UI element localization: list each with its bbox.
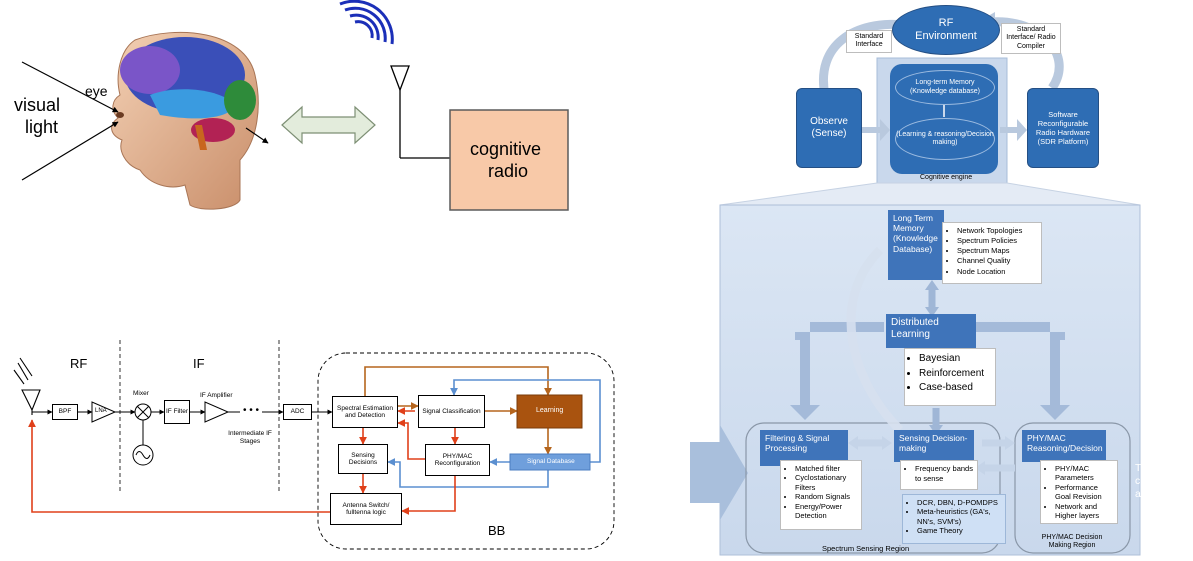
phy-list: PHY/MAC Parameters Performance Goal Revi… <box>1040 460 1118 524</box>
antenna-icon <box>390 65 450 159</box>
phy-region-label: PHY/MAC Decision Making Region <box>1041 534 1103 550</box>
ltm-item: Node Location <box>957 267 1037 277</box>
phy-mac-reconfig-block: PHY/MAC Reconfiguration <box>425 444 490 476</box>
phy-title: PHY/MAC Reasoning/Decision <box>1022 430 1106 462</box>
eye-dot <box>116 112 124 118</box>
rf-label: RF <box>70 356 88 371</box>
spectrum-region <box>745 422 1001 554</box>
if-label: IF <box>193 356 205 371</box>
mixer-label: Mixer <box>133 390 149 397</box>
ltm-item: Network Topologies <box>957 226 1037 236</box>
spectrum-region-label: Spectrum Sensing Region <box>822 544 910 553</box>
algo-item: Meta-heuristics (GA's, NN's, SVM's) <box>917 507 1001 526</box>
filter-item: Cyclostationary Filters <box>795 473 857 492</box>
learning-label: Learning <box>536 407 564 414</box>
cognitive-engine-label: Cognitive engine <box>920 174 973 181</box>
bpf-block: BPF <box>52 404 78 420</box>
algo-item: DCR, DBN, D-POMDPS <box>917 498 1001 507</box>
standard-interface-radio-label: Standard Interface/ Radio Compiler <box>1001 23 1061 55</box>
to-switching-label: To switching circuitry antenna <box>1135 462 1193 501</box>
ellipsis-label: • • • <box>243 405 260 416</box>
signal-database-box <box>509 453 591 471</box>
antenna-switch-block: Antenna Switch/ fulltenna logic <box>330 493 402 525</box>
learning-box <box>516 394 583 429</box>
ltm-item: Spectrum Maps <box>957 246 1037 256</box>
lna-triangle <box>91 401 117 423</box>
standard-interface-label: Standard Interface <box>846 30 892 53</box>
ltm-list: Network Topologies Spectrum Policies Spe… <box>942 222 1042 284</box>
ltm-title: Long Term Memory (Knowledge Database) <box>888 210 944 280</box>
brainstem <box>195 125 207 150</box>
brain-purple <box>120 46 180 94</box>
big-input-arrow <box>690 425 748 520</box>
distributed-learning-list: Bayesian Reinforcement Case-based <box>904 348 996 406</box>
brain-green <box>224 80 256 120</box>
signal-classification-block: Signal Classification <box>418 395 485 428</box>
sensing-title: Sensing Decision-making <box>894 430 974 462</box>
head-illustration <box>111 31 259 210</box>
algorithms-list: DCR, DBN, D-POMDPS Meta-heuristics (GA's… <box>902 494 1006 544</box>
cognitive-radio-box <box>449 109 569 211</box>
filter-item: Energy/Power Detection <box>795 502 857 521</box>
filter-item: Matched filter <box>795 464 857 473</box>
algo-item: Game Theory <box>917 526 1001 535</box>
radio-label: radio <box>488 161 529 181</box>
double-arrow <box>281 105 376 145</box>
phy-item: Network and Higher layers <box>1055 502 1113 521</box>
radio-waves-icon <box>339 0 394 45</box>
sensing-item: Frequency bands to sense <box>915 464 973 484</box>
sensing-decisions-block: Sensing Decisions <box>338 444 388 474</box>
signal-database-label: Signal Database <box>527 458 575 465</box>
long-term-memory-node: Long-term Memory (Knowledge database) <box>895 70 995 105</box>
loop-arrow-left <box>819 19 906 96</box>
phy-item: Performance Goal Revision <box>1055 483 1113 502</box>
sensing-list: Frequency bands to sense <box>900 460 978 490</box>
visual-label: visual <box>14 95 61 115</box>
bb-region <box>317 352 615 550</box>
ltm-item: Channel Quality <box>957 256 1037 266</box>
if-amplifier-label: IF Amplifier <box>200 392 233 399</box>
if-filter-block: IF Filter <box>164 400 190 424</box>
dist-item: Case-based <box>919 381 991 396</box>
bb-label: BB <box>488 523 506 538</box>
filter-item: Random Signals <box>795 492 857 501</box>
observe-node: Observe (Sense) <box>796 88 862 168</box>
distributed-learning-title: Distributed Learning <box>886 314 976 348</box>
receiver-antenna-icon <box>13 357 41 415</box>
ltm-item: Spectrum Policies <box>957 236 1037 246</box>
eye-label: eye <box>85 83 108 99</box>
rf-environment-label: RF Environment <box>915 16 977 42</box>
filtering-list: Matched filter Cyclostationary Filters R… <box>780 460 862 530</box>
brain-lightblue <box>150 89 235 119</box>
lna-label: LNA <box>95 408 107 414</box>
learning-reasoning-node: (Learning & reasoning/Decision making) <box>895 118 995 160</box>
rf-environment-node: RF Environment <box>892 5 1000 55</box>
if-amp-triangle <box>204 401 230 423</box>
phy-item: PHY/MAC Parameters <box>1055 464 1113 483</box>
adc-block: ADC <box>283 404 312 420</box>
light-label: light <box>25 117 59 137</box>
dist-item: Bayesian <box>919 352 991 367</box>
phy-region <box>1014 422 1131 554</box>
spectral-block: Spectral Estimation and Detection <box>332 396 398 428</box>
intermediate-label: Intermediate IF Stages <box>228 430 272 445</box>
cognitive-label: cognitive <box>470 139 542 159</box>
dist-item: Reinforcement <box>919 367 991 382</box>
software-reconfig-node: Software Reconfigurable Radio Hardware (… <box>1027 88 1099 168</box>
